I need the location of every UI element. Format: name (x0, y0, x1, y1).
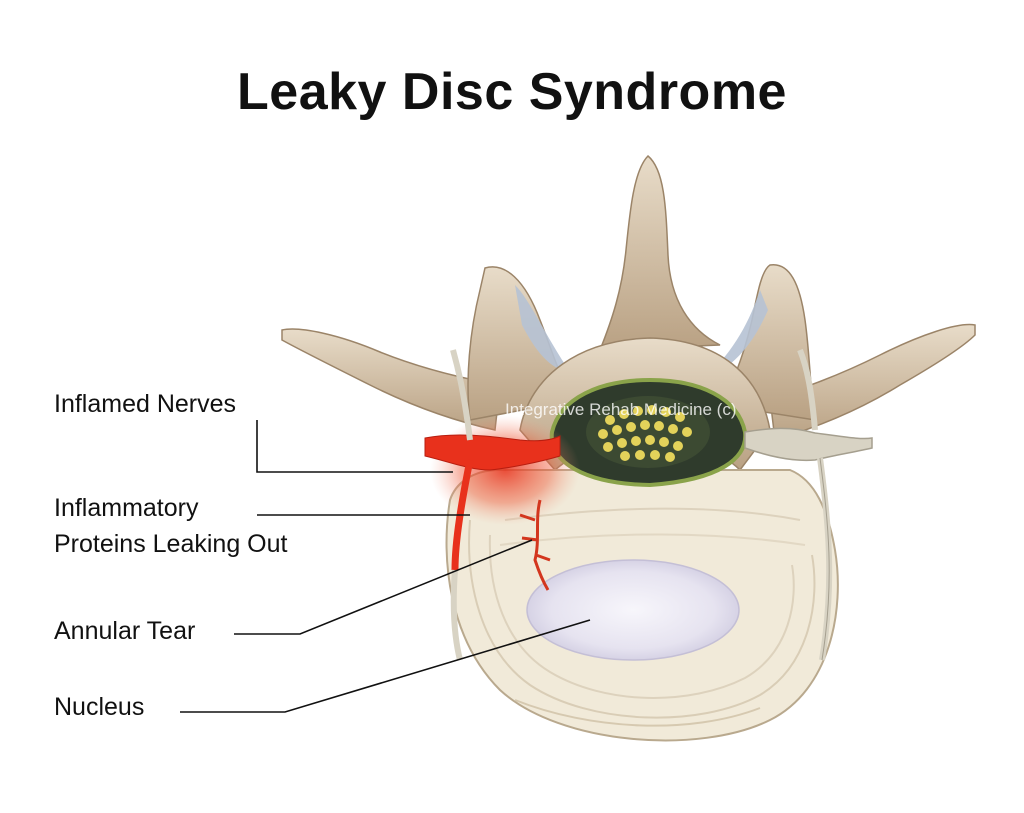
label-inflamed-nerves: Inflamed Nerves (54, 390, 237, 418)
nucleus-pulposus (526, 559, 740, 661)
leader-line-inflamed-nerves (256, 420, 453, 473)
label-annular-tear: Annular Tear (54, 617, 196, 645)
leader-line-nucleus (180, 619, 591, 713)
leader-line-annular-tear (234, 539, 533, 635)
label-inflammatory-proteins-line2: Proteins Leaking Out (54, 530, 288, 558)
spinal-canal (549, 377, 748, 488)
watermark-text: Integrative Rehab Medicine (c) (505, 400, 737, 419)
label-nucleus: Nucleus (54, 693, 145, 721)
right-nerve-root (744, 348, 873, 661)
inflamed-nerve-root (424, 349, 580, 661)
label-inflammatory-proteins: Inflammatory Proteins Leaking Out (54, 490, 287, 562)
leader-lines (180, 420, 591, 713)
label-inflammatory-proteins-line1: Inflammatory (54, 494, 199, 522)
page-title: Leaky Disc Syndrome (237, 63, 787, 121)
